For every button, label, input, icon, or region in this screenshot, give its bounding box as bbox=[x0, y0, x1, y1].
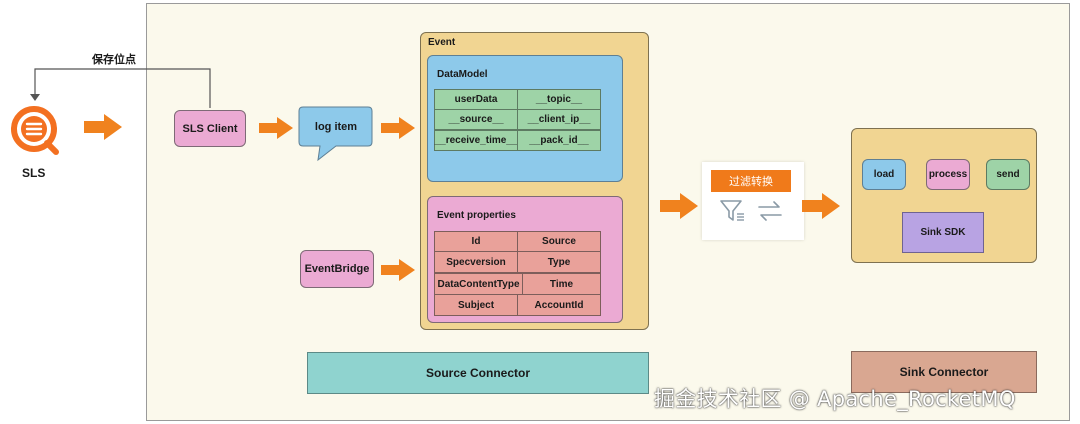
datamodel-cell: userData bbox=[434, 89, 518, 110]
source-connector-label: Source Connector bbox=[307, 352, 649, 394]
datamodel-cell: __topic__ bbox=[517, 89, 601, 110]
arrow-logitem-to-datamodel bbox=[381, 117, 415, 139]
event-properties-title: Event properties bbox=[437, 210, 516, 221]
arrow-sls-to-client bbox=[84, 114, 122, 140]
sink-connector-label: Sink Connector bbox=[851, 351, 1037, 393]
datamodel-title: DataModel bbox=[437, 69, 488, 80]
property-cell: Type bbox=[517, 251, 601, 273]
property-cell: Id bbox=[434, 231, 518, 252]
log-item-callout-shape bbox=[298, 106, 373, 162]
datamodel-cell: __receive_time__ bbox=[434, 130, 518, 151]
datamodel-cell: __pack_id__ bbox=[517, 130, 601, 151]
filter-icon bbox=[720, 200, 744, 221]
sls-label: SLS bbox=[22, 166, 46, 180]
sink-step-process: process bbox=[926, 159, 970, 190]
event-title: Event bbox=[428, 37, 456, 48]
arrow-event-to-transform bbox=[660, 193, 698, 219]
checkpoint-label: 保存位点 bbox=[92, 54, 136, 66]
sink-sdk: Sink SDK bbox=[902, 212, 984, 253]
arrow-client-to-logitem bbox=[259, 117, 293, 139]
datamodel-cell: __client_ip__ bbox=[517, 109, 601, 130]
property-cell: AccountId bbox=[517, 294, 601, 316]
log-item-label: log item bbox=[314, 121, 358, 133]
arrow-transform-to-sink bbox=[802, 193, 840, 219]
sls-logo-icon bbox=[10, 105, 64, 157]
property-cell: Specversion bbox=[434, 251, 518, 273]
eventbridge-node: EventBridge bbox=[300, 250, 374, 288]
arrow-eventbridge-to-properties bbox=[381, 259, 415, 281]
property-cell: Subject bbox=[434, 294, 518, 316]
sink-step-load: load bbox=[862, 159, 906, 190]
property-cell: Time bbox=[522, 273, 601, 295]
property-cell: DataContentType bbox=[434, 273, 523, 295]
property-cell: Source bbox=[517, 231, 601, 252]
transform-title: 过滤转换 bbox=[711, 170, 791, 192]
sink-step-send: send bbox=[986, 159, 1030, 190]
watermark-text: 掘金技术社区 @ Apache_RocketMQ bbox=[654, 387, 1016, 411]
sls-client-node: SLS Client bbox=[174, 110, 246, 147]
datamodel-cell: __source__ bbox=[434, 109, 518, 130]
transform-arrows-icon bbox=[758, 201, 782, 221]
